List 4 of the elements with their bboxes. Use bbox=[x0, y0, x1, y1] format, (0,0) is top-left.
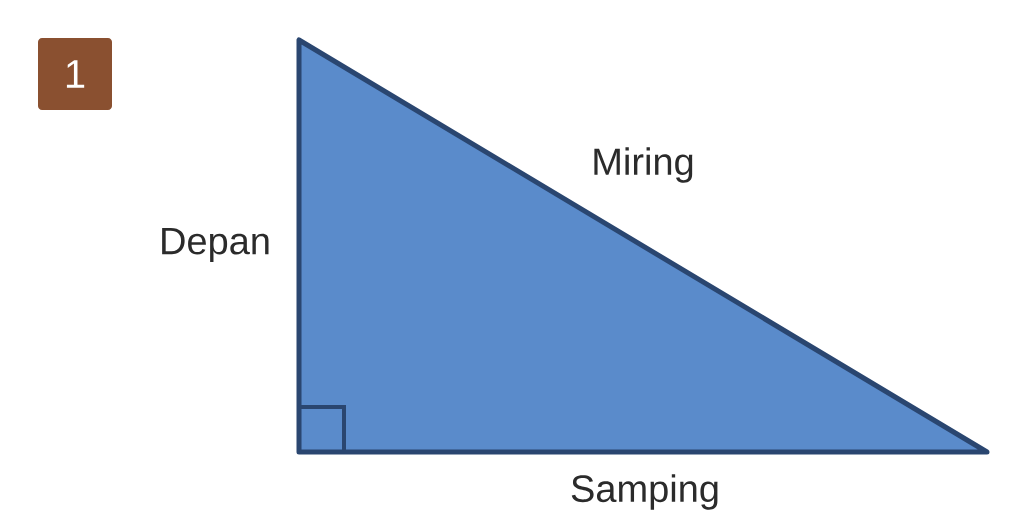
number-badge: 1 bbox=[38, 38, 112, 110]
side-label: Depan bbox=[162, 228, 269, 262]
side-label: Miring bbox=[594, 147, 693, 183]
side-label: Samping bbox=[571, 474, 718, 510]
